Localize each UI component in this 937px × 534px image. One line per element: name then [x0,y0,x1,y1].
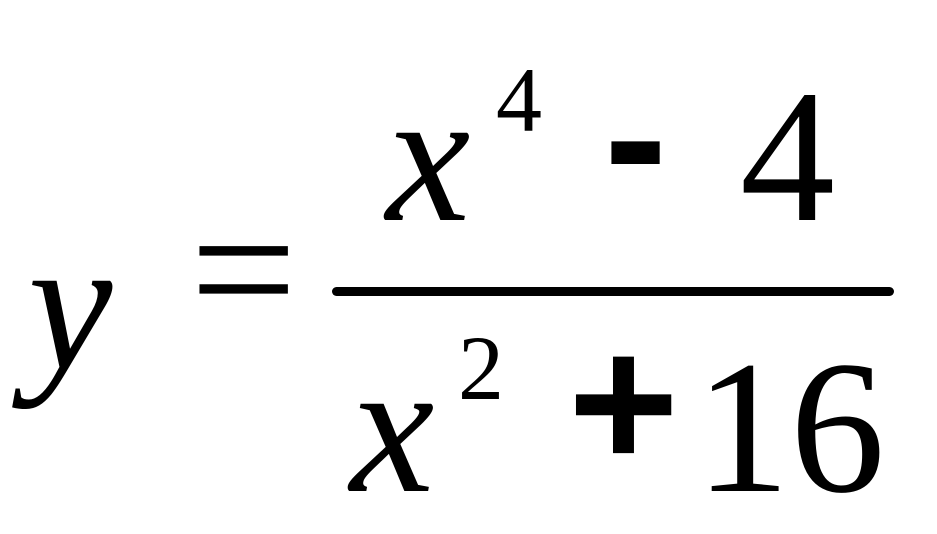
denominator-base: x [350,323,435,533]
denominator-constant: 16 [695,323,885,533]
fraction-bar [332,287,894,296]
equals-sign: = [190,165,298,375]
numerator-constant: 4 [740,52,835,262]
denominator-exponent: 2 [458,317,504,419]
denominator-operator: + [568,297,679,509]
numerator-base: x [386,52,471,262]
lhs-variable: y [28,200,113,410]
numerator-exponent: 4 [496,49,542,151]
numerator-operator: - [604,31,668,243]
